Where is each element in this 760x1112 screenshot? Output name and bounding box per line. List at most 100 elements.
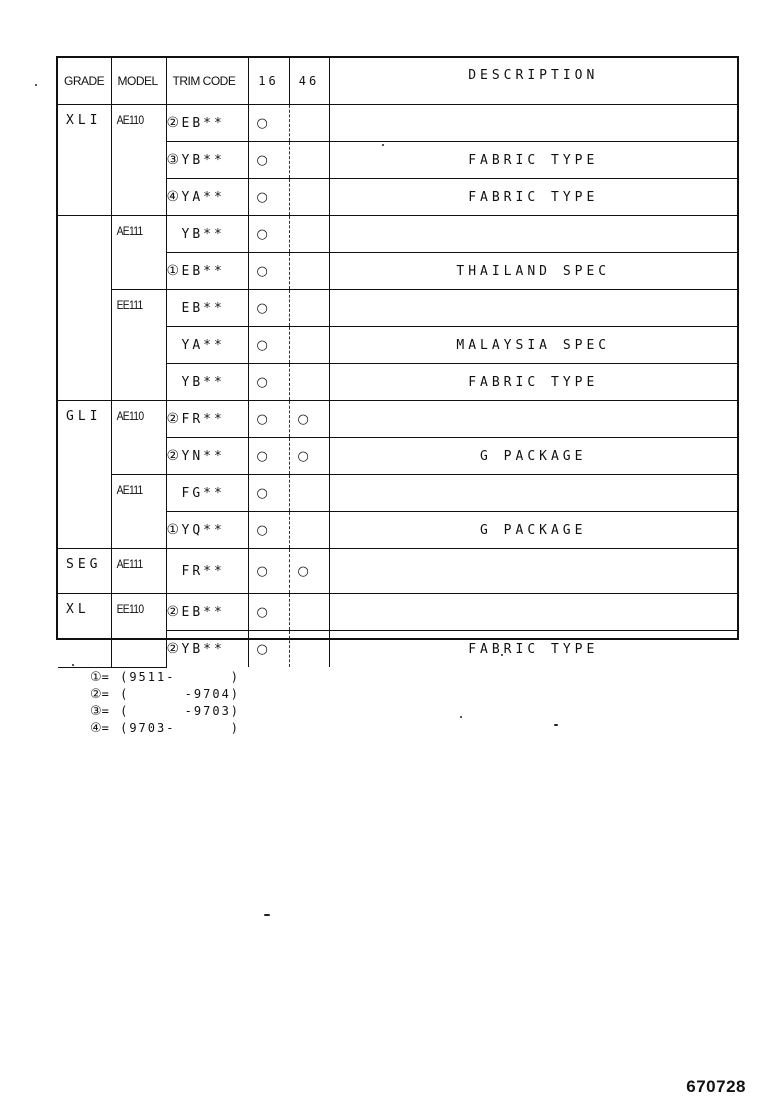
mark-46-cell [288, 630, 330, 667]
trim-code: FR** [181, 563, 225, 579]
footnote-line: ②= ( -9704) [90, 686, 350, 703]
header-grade: GRADE [58, 58, 112, 105]
description-cell: G PACKAGE [328, 511, 737, 549]
footnote-line: ①= (9511- ) [90, 669, 350, 686]
mark-46-cell [288, 593, 330, 631]
mark-16-cell: ○ [247, 363, 290, 401]
mark-16-cell: ○ [247, 548, 290, 594]
table-row: EE111 EB** ○ [58, 289, 737, 401]
trim-code: YA** [181, 337, 225, 353]
mark-16-cell: ○ [247, 289, 290, 327]
trim-code-cell: YB** [165, 215, 249, 253]
grade-cell: SEG [58, 548, 112, 594]
description-cell [328, 215, 737, 253]
footnote-mark: ① [90, 670, 102, 685]
mark-46-cell [288, 215, 330, 253]
description-cell: MALAYSIA SPEC [328, 326, 737, 364]
scan-speck [501, 654, 503, 656]
description-cell: FABRIC TYPE [328, 141, 737, 179]
table-row: AE111 FG** ○ [58, 474, 737, 549]
trim-code: YA** [181, 190, 225, 205]
scan-speck [460, 716, 462, 718]
grade-cell [58, 215, 112, 401]
trim-code-table: GRADE MODEL TRIM CODE 16 46 DESCRIPTION … [58, 58, 737, 668]
note-mark: ③ [166, 152, 180, 168]
note-mark: ② [166, 115, 180, 131]
scan-speck [72, 664, 74, 666]
mark-46-cell [288, 252, 330, 290]
header-description: DESCRIPTION [328, 58, 737, 105]
description-cell [328, 289, 737, 327]
scan-speck [554, 724, 558, 726]
mark-16-cell: ○ [247, 630, 290, 667]
trim-code-cell: FR** [165, 548, 249, 594]
mark-16-cell: ○ [247, 511, 290, 549]
mark-16-cell: ○ [247, 474, 290, 512]
mark-16-cell: ○ [247, 178, 290, 216]
scan-speck [35, 84, 37, 86]
header-model: MODEL [110, 58, 167, 105]
trim-code-cell: YB** [165, 363, 249, 401]
mark-46-cell [288, 326, 330, 364]
footnote-text: = ( -9704) [101, 687, 241, 701]
trim-code-cell: FG** [165, 474, 249, 512]
note-mark: ② [166, 448, 180, 464]
mark-16-cell: ○ [247, 252, 290, 290]
trim-code: YB** [181, 374, 225, 390]
model-cell: AE111 [111, 474, 159, 549]
mark-46-cell [288, 474, 330, 512]
scan-speck [264, 914, 270, 916]
trim-code: FG** [181, 485, 225, 501]
trim-code: FR** [181, 412, 225, 427]
note-mark: ② [166, 641, 180, 657]
footnote-mark: ② [90, 687, 102, 702]
page-number: 670728 [686, 1077, 746, 1096]
model-cell: AE111 [110, 548, 159, 594]
model-cell: EE110 [110, 593, 159, 668]
mark-16-cell: ○ [247, 141, 290, 179]
mark-16-cell: ○ [247, 215, 290, 253]
description-cell [328, 593, 737, 631]
mark-46-cell [288, 289, 330, 327]
table-header-row: GRADE MODEL TRIM CODE 16 46 DESCRIPTION [58, 58, 737, 105]
mark-46-cell: ○ [288, 548, 330, 594]
footnote-mark: ④ [90, 721, 102, 736]
grade-cell: XLI [58, 104, 112, 216]
description-cell [328, 474, 737, 512]
note-mark: ① [166, 522, 180, 538]
grade-cell: XL [58, 593, 112, 668]
header-col-46: 46 [288, 58, 330, 105]
table-row: YA** ○ MALAYSIA SPEC [58, 326, 737, 364]
trim-code: YB** [181, 226, 225, 242]
trim-code: EB** [181, 116, 225, 131]
model-cell: AE110 [110, 104, 159, 216]
footnote-mark: ③ [90, 704, 102, 719]
mark-46-cell [288, 363, 330, 401]
table-row: AE111 YB** ○ [58, 215, 737, 401]
header-col-16: 16 [247, 58, 290, 105]
mark-16-cell: ○ [247, 400, 290, 438]
trim-code-cell: EB** [165, 289, 249, 327]
trim-code-table-frame: GRADE MODEL TRIM CODE 16 46 DESCRIPTION … [56, 56, 739, 668]
description-cell [328, 400, 737, 438]
footnote-line: ③= ( -9703) [90, 703, 350, 720]
mark-46-cell [288, 511, 330, 549]
trim-code: EB** [181, 300, 225, 316]
table-row: SEG AE111 FR** ○ ○ [58, 548, 737, 594]
mark-46-cell [288, 104, 330, 142]
trim-code: EB** [181, 605, 225, 620]
trim-code: EB** [181, 264, 225, 279]
description-cell: G PACKAGE [328, 437, 737, 475]
